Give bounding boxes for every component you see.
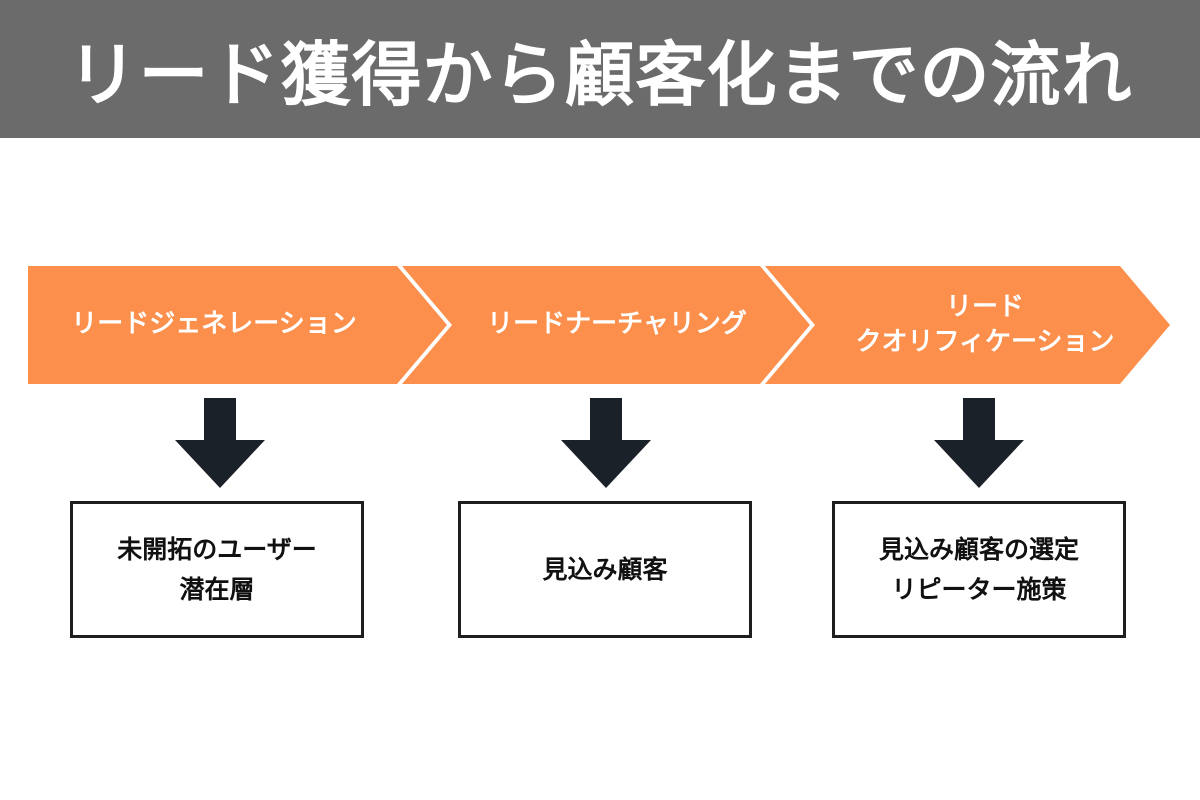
down-arrow-icon-2 <box>561 398 651 488</box>
stage-chevron-1 <box>28 266 447 384</box>
result-box-2: 見込み顧客 <box>458 501 752 638</box>
stage-label-3-line-1: リード <box>945 291 1024 322</box>
result-box-1: 未開拓のユーザー 潜在層 <box>70 501 364 638</box>
down-arrow-icon-1 <box>175 398 265 488</box>
title-bar: リード獲得から顧客化までの流れ <box>0 0 1200 138</box>
result-box-3: 見込み顧客の選定 リピーター施策 <box>832 501 1126 638</box>
stage-label-2: リードナーチャリング <box>452 266 782 384</box>
down-arrow-icon-3 <box>934 398 1024 488</box>
stage-label-2-line-1: リードナーチャリング <box>487 309 747 340</box>
stage-label-1-line-1: リードジェネレーション <box>71 309 357 340</box>
stage-chevron-2 <box>402 266 810 384</box>
result-box-1-line-1: 未開拓のユーザー <box>117 534 317 564</box>
result-box-3-line-1: 見込み顧客の選定 <box>878 534 1079 564</box>
result-box-1-line-2: 潜在層 <box>179 574 255 604</box>
result-box-3-line-2: リピーター施策 <box>891 574 1067 604</box>
result-box-2-line-1: 見込み顧客 <box>542 554 668 584</box>
stage-label-3-line-2: クオリフィケーション <box>855 327 1115 357</box>
page-title: リード獲得から顧客化までの流れ <box>67 33 1133 116</box>
stage-chevron-3 <box>765 266 1170 384</box>
stage-label-3: リード クオリフィケーション <box>815 266 1155 384</box>
stage-label-1: リードジェネレーション <box>28 266 400 384</box>
